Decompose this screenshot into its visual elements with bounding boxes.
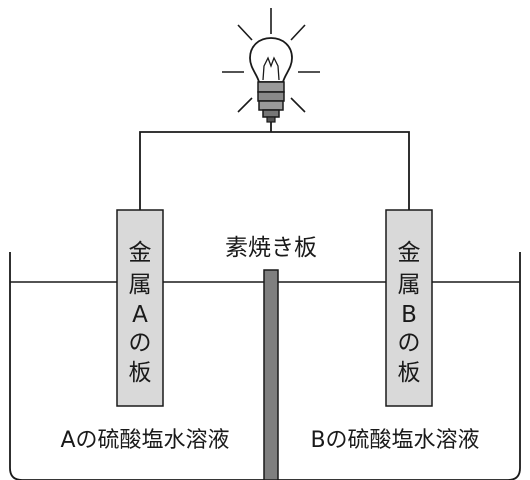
- plate-b-char: 金: [398, 240, 421, 266]
- plate-a-char: 属: [129, 272, 152, 298]
- bulb-glass: [249, 37, 293, 83]
- plate-b-char: の: [398, 330, 421, 356]
- plate-b-char: 属: [398, 272, 421, 298]
- bulb-filament: [262, 56, 280, 81]
- plate-a-char: 板: [129, 360, 152, 386]
- solution-b-label: Bの硫酸塩水溶液: [310, 428, 479, 453]
- porous-separator: [263, 269, 279, 480]
- light-rays: [222, 8, 320, 113]
- plate-b-char: 板: [398, 360, 421, 386]
- plate-a-char: A: [132, 302, 148, 328]
- bulb-base: [257, 81, 285, 93]
- separator-label: 素焼き板: [225, 235, 317, 261]
- solution-a-label: Aの硫酸塩水溶液: [60, 428, 229, 453]
- light-bulb-icon: [222, 8, 320, 123]
- beaker: [9, 252, 521, 480]
- plate-b-char: B: [401, 302, 417, 328]
- circuit-wires: [139, 122, 410, 210]
- plate-a-char: の: [129, 330, 152, 356]
- metal-plate-b: 金 属 B の 板: [385, 209, 433, 407]
- metal-plate-a: 金 属 A の 板: [116, 209, 164, 407]
- plate-a-char: 金: [129, 240, 152, 266]
